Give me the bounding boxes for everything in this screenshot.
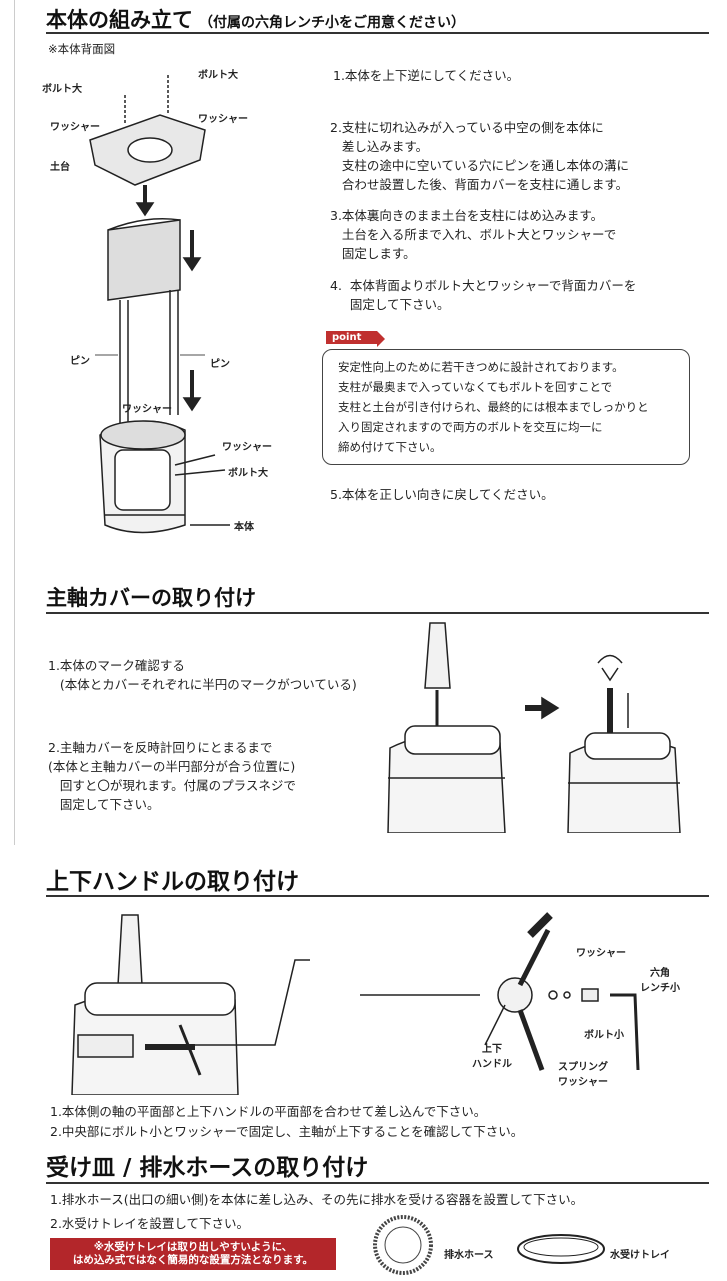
label-washer-left: ワッシャー — [50, 122, 100, 133]
label-water-tray: 水受けトレイ — [610, 1250, 670, 1261]
s2-step-2: 2.主軸カバーを反時計回りにとまるまで (本体と主軸カバーの半円部分が合う位置に… — [48, 740, 296, 812]
label-base: 土台 — [50, 162, 70, 173]
section1-title: 本体の組み立て （付属の六角レンチ小をご用意ください） — [46, 4, 465, 34]
section4-title: 受け皿 / 排水ホースの取り付け — [46, 1155, 369, 1181]
section1-title-text: 本体の組み立て — [46, 8, 193, 32]
s2-step-1: 1.本体のマーク確認する (本体とカバーそれぞれに半円のマークがついている) — [48, 658, 357, 692]
label-spring-washer: スプリング ワッシャー — [558, 1062, 608, 1088]
assembly-diagram — [89, 75, 230, 534]
water-tray-icon — [517, 1234, 605, 1264]
label-handle: 上下 ハンドル — [472, 1044, 512, 1070]
label-washer-lower: ワッシャー — [222, 442, 272, 453]
section1-rule — [46, 32, 709, 34]
handle-diagram — [71, 912, 640, 1095]
label-hex-wrench: 六角 レンチ小 — [640, 968, 680, 994]
label-bolt-small: ボルト小 — [584, 1030, 624, 1041]
label-bolt-large-top: ボルト大 — [198, 70, 238, 81]
section2-title: 主軸カバーの取り付け — [46, 586, 256, 610]
s1-step-4: 4. 本体背面よりボルト大とワッシャーで背面カバーを 固定して下さい。 — [330, 278, 637, 312]
s4-step-1: 1.排水ホース(出口の細い側)を本体に差し込み、その先に排水を受ける容器を設置し… — [50, 1192, 584, 1207]
label-pin-right: ピン — [210, 359, 230, 370]
s1-step-2: 2.支柱に切れ込みが入っている中空の側を本体に 差し込みます。 支柱の途中に空い… — [330, 120, 630, 192]
tray-note: ※水受けトレイは取り出しやすいように、 はめ込み式ではなく簡易的な設置方法となり… — [50, 1238, 336, 1270]
label-washer-right: ワッシャー — [198, 114, 248, 125]
label-bolt-large-left: ボルト大 — [42, 84, 82, 95]
point-text: 安定性向上のために若干きつめに設計されております。 支柱が最奥まで入っていなくて… — [338, 360, 649, 454]
section3-title: 上下ハンドルの取り付け — [46, 869, 299, 895]
label-drain-hose: 排水ホース — [444, 1250, 494, 1261]
s1-step-1: 1.本体を上下逆にしてください。 — [333, 68, 520, 83]
s4-step-2: 2.水受けトレイを設置して下さい。 — [50, 1216, 250, 1231]
label-pin-left: ピン — [70, 356, 90, 367]
drain-hose-icon — [373, 1215, 433, 1275]
diagram-caption: ※本体背面図 — [48, 42, 116, 56]
section4-rule — [46, 1182, 709, 1184]
section3-rule — [46, 895, 709, 897]
label-washer-s3: ワッシャー — [576, 948, 626, 959]
section1-subtitle: （付属の六角レンチ小をご用意ください） — [199, 15, 465, 31]
s3-step-1: 1.本体側の軸の平面部と上下ハンドルの平面部を合わせて差し込んで下さい。 — [50, 1104, 487, 1119]
point-box — [322, 349, 690, 465]
s3-step-2: 2.中央部にボルト小とワッシャーで固定し、主軸が上下することを確認して下さい。 — [50, 1124, 524, 1139]
s1-step-5: 5.本体を正しい向きに戻してください。 — [330, 487, 554, 502]
point-tag: point — [326, 331, 386, 347]
label-washer-mid: ワッシャー — [122, 404, 172, 415]
spindle-cover-diagram — [387, 622, 681, 833]
s1-step-3: 3.本体裏向きのまま土台を支柱にはめ込みます。 土台を入る所まで入れ、ボルト大と… — [330, 208, 617, 261]
label-bolt-large-lower: ボルト大 — [228, 468, 268, 479]
margin-rule — [0, 0, 15, 845]
label-body: 本体 — [234, 522, 254, 533]
section2-rule — [46, 612, 709, 614]
